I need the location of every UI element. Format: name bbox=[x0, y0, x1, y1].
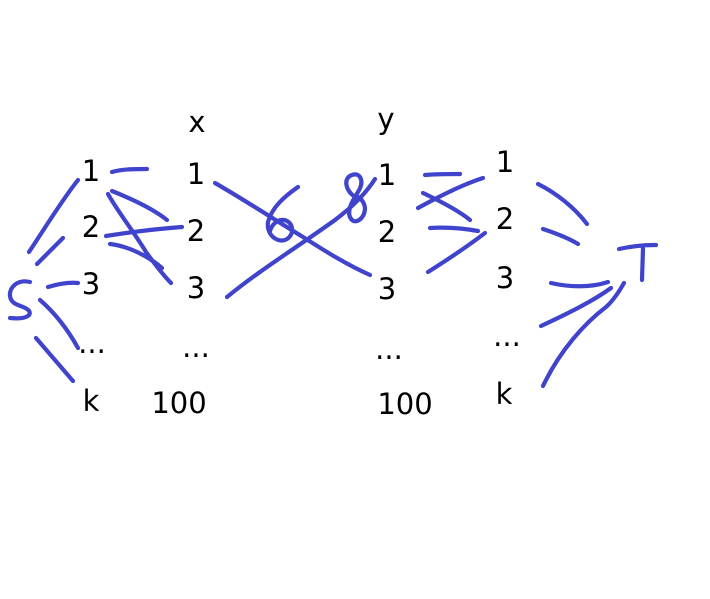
k-to-x-edge-3 bbox=[105, 191, 174, 286]
right-k-label-2: 2 bbox=[496, 202, 514, 236]
source-letter-s bbox=[7, 279, 33, 321]
k-to-x-edge-2 bbox=[109, 188, 170, 223]
capacity-digit-6 bbox=[265, 184, 301, 243]
left-k-label-k: k bbox=[83, 384, 100, 418]
right-k-label-k: k bbox=[496, 377, 513, 411]
capacity-digit-8 bbox=[344, 172, 367, 224]
left-k-label-ellipsis: ... bbox=[78, 326, 106, 360]
y-to-k-edge-5 bbox=[425, 230, 488, 275]
source-edge-5 bbox=[33, 335, 76, 384]
x-label-3: 3 bbox=[187, 271, 205, 305]
source-edge-2 bbox=[34, 235, 66, 267]
sink-edge-2 bbox=[540, 226, 581, 247]
left-k-label-2: 2 bbox=[82, 210, 100, 244]
header-y: y bbox=[377, 102, 394, 136]
left-k-label-1: 1 bbox=[82, 154, 100, 188]
x-label-100: 100 bbox=[151, 386, 206, 420]
k-to-x-edge-5 bbox=[107, 241, 165, 271]
y-to-k-edge-1 bbox=[422, 171, 463, 178]
right-k-label-1: 1 bbox=[496, 145, 514, 179]
x-label-2: 2 bbox=[187, 214, 205, 248]
sink-edge-1 bbox=[535, 181, 590, 227]
y-to-k-edge-4 bbox=[427, 225, 481, 234]
x-to-y-edge-1-to-3 bbox=[212, 180, 373, 278]
sink-edge-4 bbox=[538, 285, 614, 329]
source-edge-3 bbox=[45, 280, 81, 290]
sink-edge-5 bbox=[540, 280, 627, 389]
sink-edge-3 bbox=[548, 279, 611, 289]
y-label-1: 1 bbox=[378, 158, 396, 192]
source-edge-4 bbox=[37, 297, 81, 351]
y-to-k-edge-2 bbox=[415, 175, 486, 211]
y-label-100: 100 bbox=[377, 387, 432, 421]
y-to-k-edge-3 bbox=[420, 190, 473, 223]
right-k-label-3: 3 bbox=[496, 261, 514, 295]
x-label-ellipsis: ... bbox=[182, 330, 210, 364]
k-to-x-edge-4 bbox=[103, 224, 185, 239]
y-label-ellipsis: ... bbox=[375, 332, 403, 366]
ink-strokes bbox=[7, 166, 659, 389]
x-to-y-edge-3-to-1 bbox=[224, 176, 378, 300]
header-x: x bbox=[188, 105, 205, 139]
x-label-1: 1 bbox=[187, 157, 205, 191]
right-k-label-ellipsis: ... bbox=[493, 319, 521, 353]
y-label-2: 2 bbox=[378, 215, 396, 249]
sink-letter-t bbox=[616, 242, 659, 283]
source-edge-1 bbox=[26, 177, 81, 255]
left-k-label-3: 3 bbox=[82, 267, 100, 301]
k-to-x-edge-1 bbox=[109, 166, 150, 175]
y-label-3: 3 bbox=[378, 272, 396, 306]
